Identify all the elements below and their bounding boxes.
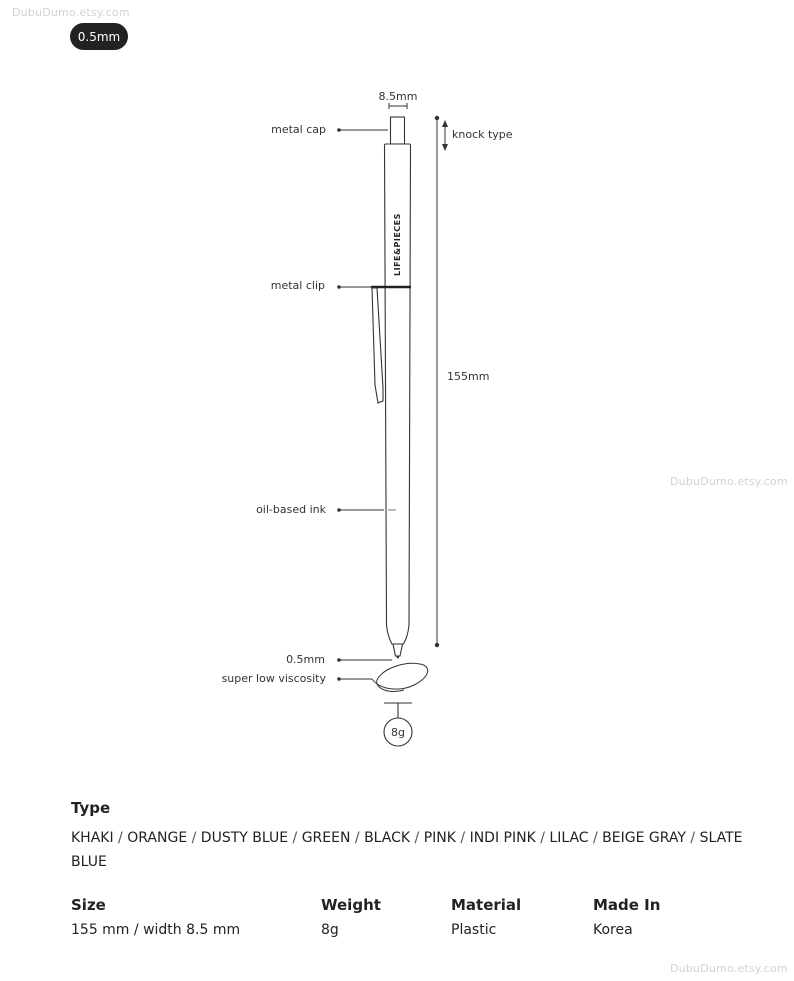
type-option: DUSTY BLUE <box>200 830 289 846</box>
watermark-top: DubuDumo.etsy.com <box>12 6 130 19</box>
pen-brand-text: LIFE&PIECES <box>393 213 402 276</box>
tip-size-label: 0.5mm <box>286 653 325 666</box>
width-label: 8.5mm <box>379 90 418 103</box>
weight-value: 8g <box>321 922 339 938</box>
pen-metal-cap <box>389 116 406 145</box>
type-heading: Type <box>71 799 111 817</box>
type-option: GREEN <box>301 830 351 846</box>
watermark-bottom: DubuDumo.etsy.com <box>670 962 788 975</box>
type-list: KHAKI / ORANGE / DUSTY BLUE / GREEN / BL… <box>71 826 761 874</box>
tip-size-badge: 0.5mm <box>70 23 128 50</box>
length-label: 155mm <box>447 370 489 383</box>
type-separator: / <box>455 830 470 846</box>
metal-clip-label: metal clip <box>271 279 325 292</box>
made-in-value: Korea <box>593 922 633 938</box>
watermark-middle: DubuDumo.etsy.com <box>670 475 788 488</box>
size-spec: Size 155 mm / width 8.5 mm <box>71 896 240 938</box>
pen-tip <box>392 643 404 657</box>
size-heading: Size <box>71 896 106 914</box>
knock-arrow-down <box>442 144 448 151</box>
metal-cap-label: metal cap <box>271 123 326 136</box>
made-in-heading: Made In <box>593 896 661 914</box>
viscosity-leader-dot <box>337 677 341 681</box>
made-in-spec: Made In Korea <box>593 896 660 938</box>
weight-heading: Weight <box>321 896 381 914</box>
type-separator: / <box>288 830 302 846</box>
type-option: BEIGE GRAY <box>602 830 686 846</box>
type-separator: / <box>685 830 700 846</box>
weight-circle <box>383 717 413 747</box>
type-option: KHAKI <box>71 830 114 846</box>
length-dimension-top-dot <box>434 115 440 121</box>
oil-ink-label: oil-based ink <box>256 503 327 516</box>
type-option: INDI PINK <box>469 830 536 846</box>
pen-ball-point <box>396 655 400 659</box>
type-separator: / <box>588 830 603 846</box>
metal-clip-leader-dot <box>337 285 341 289</box>
material-heading: Material <box>451 896 522 914</box>
type-separator: / <box>535 830 550 846</box>
type-separator: / <box>113 830 128 846</box>
metal-cap-leader-dot <box>337 128 341 132</box>
type-separator: / <box>187 830 201 846</box>
type-option: ORANGE <box>127 830 188 846</box>
type-separator: / <box>350 830 365 846</box>
ink-scribble <box>371 662 429 692</box>
size-value: 155 mm / width 8.5 mm <box>71 922 241 938</box>
material-value: Plastic <box>451 922 497 938</box>
type-option: PINK <box>423 830 456 846</box>
viscosity-label: super low viscosity <box>222 672 327 685</box>
weight-spec: Weight 8g <box>321 896 381 938</box>
type-option: LILAC <box>549 830 589 846</box>
type-option: BLACK <box>364 830 411 846</box>
pen-barrel <box>383 143 412 645</box>
tip-size-leader-dot <box>337 658 341 662</box>
length-dimension-bottom-dot <box>434 642 440 648</box>
pen-metal-clip <box>371 287 384 404</box>
type-option: SLATE BLUE <box>71 830 743 870</box>
knock-type-label: knock type <box>452 128 513 141</box>
knock-arrow-up <box>442 120 448 127</box>
material-spec: Material Plastic <box>451 896 521 938</box>
type-separator: / <box>410 830 424 846</box>
weight-label: 8g <box>391 726 405 739</box>
